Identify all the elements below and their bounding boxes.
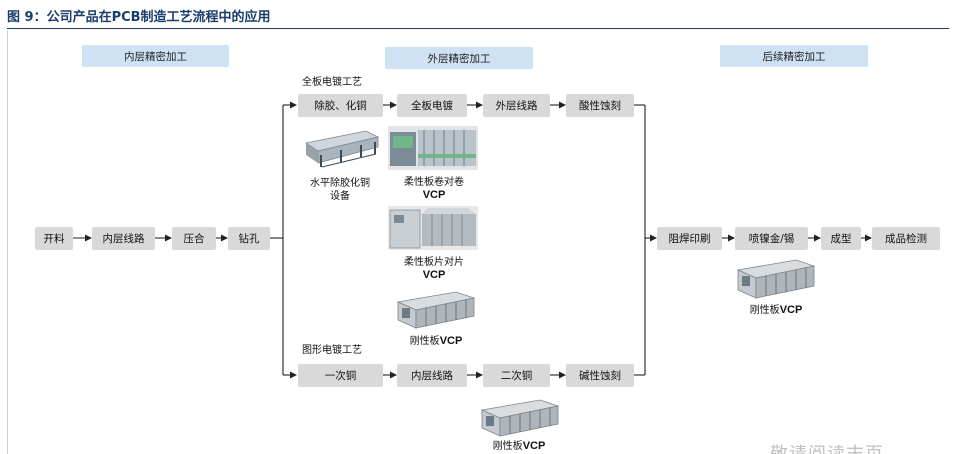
rigid-vcp-caption-2: 刚性板VCP (492, 440, 546, 452)
flex-sheet-vcp-caption: 柔性板片对片 VCP (404, 257, 464, 281)
flex-roll-vcp-caption: 柔性板卷对卷 VCP (404, 177, 464, 201)
flex-sheet-vcp-image (388, 206, 478, 250)
step-acid-etching: 酸性蚀刻 (566, 94, 634, 117)
step-inner-circuit: 内层线路 (92, 227, 155, 250)
flex-roll-vcp-image (388, 126, 478, 170)
section-inner: 内层精密加工 (82, 45, 229, 67)
section-outer: 外层精密加工 (385, 47, 533, 69)
step-cutting: 开料 (35, 227, 73, 250)
step-final-inspection: 成品检测 (872, 227, 940, 250)
rigid-vcp-image-2 (480, 399, 560, 437)
desmear-equipment-image (304, 130, 380, 168)
step-forming: 成型 (821, 227, 861, 250)
step-solder-mask: 阻焊印刷 (657, 227, 722, 250)
step-alkaline-etching: 碱性蚀刻 (566, 364, 634, 387)
title-rule (7, 28, 949, 29)
panel-plating-label: 全板电镀工艺 (302, 77, 362, 88)
pattern-plating-label: 图形电镀工艺 (302, 345, 362, 356)
rigid-vcp-caption-3: 刚性板VCP (749, 304, 803, 316)
section-post: 后续精密加工 (720, 45, 868, 67)
watermark: 敬请阅读末页 (770, 440, 884, 454)
rigid-vcp-image-3 (736, 259, 816, 299)
step-first-copper: 一次铜 (298, 364, 383, 387)
step-surface-finish: 喷镍金/锡 (735, 227, 808, 250)
rigid-vcp-image-1 (396, 291, 476, 329)
figure-title: 图 9：公司产品在PCB制造工艺流程中的应用 (7, 10, 271, 25)
left-border (7, 30, 8, 454)
rigid-vcp-caption-1: 刚性板VCP (409, 335, 463, 347)
step-panel-plating: 全板电镀 (397, 94, 467, 117)
step-second-copper: 二次铜 (483, 364, 550, 387)
step-outer-circuit: 外层线路 (483, 94, 550, 117)
step-inner-circuit-2: 内层线路 (397, 364, 467, 387)
step-drilling: 钻孔 (228, 227, 270, 250)
step-lamination: 压合 (172, 227, 216, 250)
desmear-equipment-caption: 水平除胶化铜 设备 (310, 178, 370, 202)
step-desmear: 除胶、化铜 (298, 94, 383, 117)
